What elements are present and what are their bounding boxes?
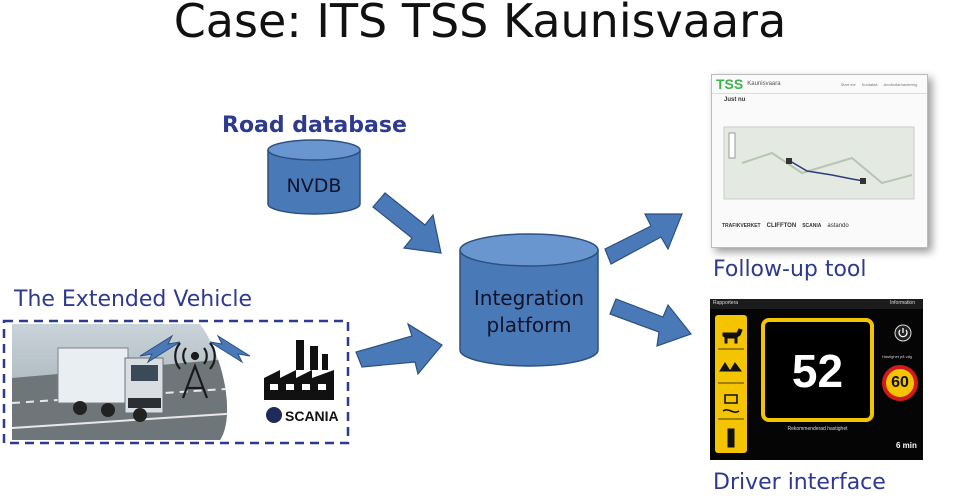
nvdb-cylinder <box>267 139 361 215</box>
driver-interface-display: Rapportera Information 52 Rekommenderad … <box>710 299 923 460</box>
partner-astando: astando <box>827 223 849 229</box>
integration-platform-cylinder <box>459 233 599 367</box>
integration-label-line1: Integration <box>473 286 585 310</box>
eta-value: 6 min <box>896 441 917 450</box>
driver-interface-label: Driver interface <box>713 470 886 495</box>
arrow-integration-to-followup <box>604 213 683 265</box>
arrow-nvdb-to-integration <box>372 192 442 254</box>
slippery-road-icon <box>722 394 740 413</box>
nav-contact[interactable]: Kontakta <box>861 81 878 87</box>
tss-logo: TSS <box>716 76 744 92</box>
partner-cliffton: CLIFFTON <box>766 223 797 229</box>
speed-limit-caption: Hastighet på väg <box>882 354 913 359</box>
site-name: Kaunisvaara <box>747 81 781 87</box>
bump-icon <box>719 362 742 372</box>
factory-icon <box>264 340 334 400</box>
recommended-speed-caption: Rekommenderad hastighet <box>787 426 848 432</box>
follow-up-tool-label: Follow-up tool <box>713 257 867 282</box>
extended-vehicle-label: The Extended Vehicle <box>14 287 253 312</box>
route-line <box>789 160 865 182</box>
recommended-speed-value: 52 <box>791 345 844 397</box>
integration-label-line2: platform <box>486 313 572 337</box>
moose-icon <box>722 328 743 344</box>
arrow-vehicle-to-integration <box>355 322 443 376</box>
signal-bolt-right-icon <box>209 334 251 364</box>
followup-map[interactable] <box>712 103 927 203</box>
page-title: Case: ITS TSS Kaunisvaara <box>173 0 787 48</box>
report-tab[interactable]: Rapportera <box>713 300 739 306</box>
followup-header: TSS Kaunisvaara Start me Kontakta Använd… <box>712 75 927 94</box>
signal-bolt-left-icon <box>139 334 181 364</box>
road-database-label: Road database <box>222 113 407 138</box>
follow-up-tool-screenshot: TSS Kaunisvaara Start me Kontakta Använd… <box>711 74 928 248</box>
roadwork-icon <box>727 428 735 448</box>
integration-platform-label: Integration platform <box>458 285 600 339</box>
report-icons <box>718 328 744 448</box>
partner-trafikverket: TRAFIKVERKET <box>722 223 761 229</box>
nav-users[interactable]: Användarhantering <box>883 81 918 87</box>
nvdb-label: NVDB <box>286 175 342 197</box>
arrow-integration-to-driver <box>609 298 692 347</box>
information-tab[interactable]: Information <box>889 300 915 306</box>
report-buttons-panel <box>715 315 747 453</box>
partner-logos: TRAFIKVERKET CLIFFTON SCANIA astando <box>722 223 849 229</box>
truck-photo <box>12 324 228 440</box>
power-icon[interactable] <box>894 324 912 342</box>
nav-start[interactable]: Start me <box>840 81 856 87</box>
scania-emblem-icon <box>266 407 282 423</box>
speed-limit-sign: 60 <box>882 365 918 401</box>
scania-logo-text: SCANIA <box>285 408 339 424</box>
followup-heading: Just nu <box>724 97 746 103</box>
antenna-icon <box>174 342 216 399</box>
recommended-speed-box: 52 <box>761 318 874 422</box>
partner-scania: SCANIA <box>802 223 822 229</box>
extended-vehicle-panel: SCANIA <box>2 319 350 445</box>
